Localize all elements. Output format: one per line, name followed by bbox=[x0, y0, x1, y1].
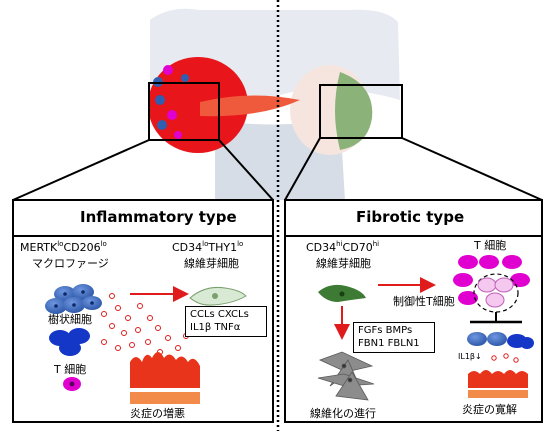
inflamed-tissue bbox=[130, 352, 200, 404]
cytokine-box: CCLs CXCLs IL1β TNFα bbox=[185, 306, 267, 337]
joint-illustration bbox=[12, 8, 543, 201]
macrophage-marker-2-sup: lo bbox=[100, 240, 107, 248]
macrophage-marker-2: CD206 bbox=[63, 241, 101, 254]
right-panel-frame bbox=[284, 199, 543, 423]
t-cell-label-right: T 細胞 bbox=[474, 239, 507, 252]
fibroblast-high-marker-2-sup: hi bbox=[372, 240, 380, 248]
joint-capsule-left bbox=[148, 57, 248, 153]
growth-factor-line-2: FBN1 FBLN1 bbox=[358, 338, 420, 349]
zoom-box-left bbox=[148, 82, 220, 141]
fibroblast-high-marker-label: CD34hiCD70hi bbox=[306, 240, 380, 254]
right-synovium bbox=[335, 72, 373, 150]
fibroblast-high-label: 線維芽細胞 bbox=[316, 257, 371, 270]
fibroblast-low-marker-2: THY1 bbox=[208, 241, 238, 254]
t-cell-label-left: T 細胞 bbox=[54, 363, 87, 376]
macrophage-cluster-right bbox=[467, 332, 534, 349]
growth-factor-line-1: FGFs BMPs bbox=[358, 325, 413, 336]
cytokine-line-2: IL1β TNFα bbox=[190, 322, 241, 333]
fibroblast-high-marker-1-sup: hi bbox=[336, 240, 343, 248]
left-panel-title: Inflammatory type bbox=[80, 208, 237, 226]
fibroblast-high-cell bbox=[318, 284, 366, 302]
macrophage-marker-1-sup: lo bbox=[57, 240, 64, 248]
fibroblast-low-cell bbox=[189, 287, 247, 306]
t-cell-cluster-right bbox=[453, 255, 530, 305]
cartilage-band bbox=[200, 95, 300, 117]
dendritic-cell-label: 樹状細胞 bbox=[48, 313, 92, 326]
il1b-label: IL1β↓ bbox=[458, 352, 482, 361]
macrophage-marker-label: MERTKloCD206lo bbox=[20, 240, 107, 254]
macrophage-label: マクロファージ bbox=[32, 257, 109, 270]
treg-label: 制御性T細胞 bbox=[393, 295, 455, 308]
zoom-box-right bbox=[319, 84, 403, 139]
resolved-tissue bbox=[468, 370, 528, 398]
macrophage-marker-1: MERTK bbox=[20, 241, 58, 254]
fibroblast-low-marker-1: CD34 bbox=[172, 241, 203, 254]
fibroblast-low-label: 線維芽細胞 bbox=[184, 257, 239, 270]
inflammation-worsening-label: 炎症の増悪 bbox=[130, 407, 185, 420]
fibrosis-progress-label: 線維化の進行 bbox=[310, 407, 376, 420]
treg-cells bbox=[473, 273, 519, 313]
cytokine-dots bbox=[101, 293, 189, 355]
fibroblast-low-marker-label: CD34loTHY1lo bbox=[172, 240, 244, 254]
fibroblast-low-marker-2-sup: lo bbox=[237, 240, 244, 248]
inflammation-remission-label: 炎症の寛解 bbox=[462, 403, 517, 416]
left-panel-frame bbox=[12, 199, 274, 423]
macrophage-cluster bbox=[45, 284, 102, 314]
inhibition-symbol bbox=[470, 312, 522, 324]
growth-factor-box: FGFs BMPs FBN1 FBLN1 bbox=[353, 322, 435, 353]
fibroblast-high-marker-2: CD70 bbox=[342, 241, 373, 254]
il1b-dots bbox=[491, 353, 519, 363]
cytokine-line-1: CCLs CXCLs bbox=[190, 309, 249, 320]
fibroblast-low-marker-1-sup: lo bbox=[202, 240, 209, 248]
fibrotic-cells bbox=[317, 351, 375, 401]
fibroblast-high-marker-1: CD34 bbox=[306, 241, 337, 254]
right-panel-title: Fibrotic type bbox=[356, 208, 465, 226]
dendritic-cell-cluster bbox=[49, 328, 90, 356]
t-cell-left bbox=[63, 377, 81, 391]
